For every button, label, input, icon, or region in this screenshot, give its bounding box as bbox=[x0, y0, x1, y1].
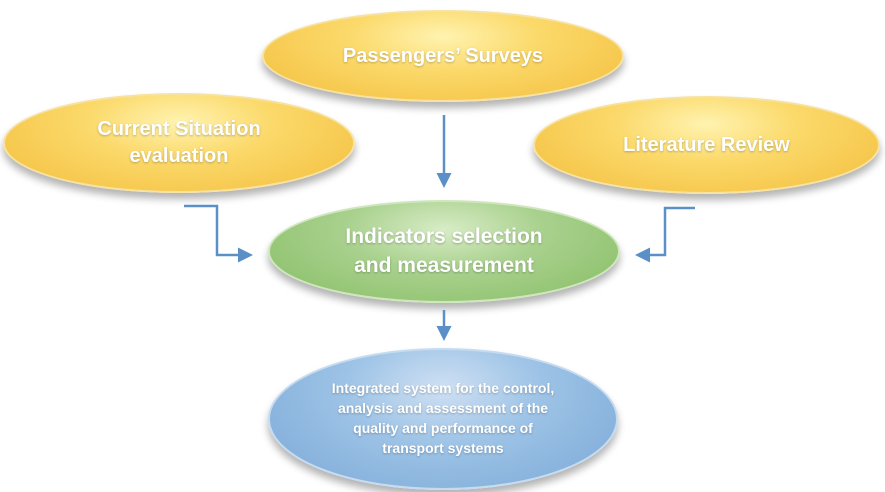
current-situation-label: Current Situation evaluation bbox=[97, 118, 261, 167]
current-situation-node: Current Situation evaluation bbox=[3, 93, 355, 193]
arrow-literature-to-indicators bbox=[635, 206, 695, 263]
passengers-surveys-label: Passengers’ Surveys bbox=[342, 44, 544, 67]
literature-review-label: Literature Review bbox=[623, 133, 790, 156]
literature-review-node: Literature Review bbox=[533, 96, 880, 194]
integrated-system-label: Integrated system for the control, analy… bbox=[331, 380, 555, 456]
indicators-node: Indicators selection and measurement bbox=[268, 200, 620, 303]
arrow-current-to-indicators bbox=[184, 204, 253, 263]
indicators-label: Indicators selection and measurement bbox=[345, 225, 543, 277]
passengers-surveys-node: Passengers’ Surveys bbox=[262, 10, 624, 102]
integrated-system-node: Integrated system for the control, analy… bbox=[268, 348, 618, 490]
